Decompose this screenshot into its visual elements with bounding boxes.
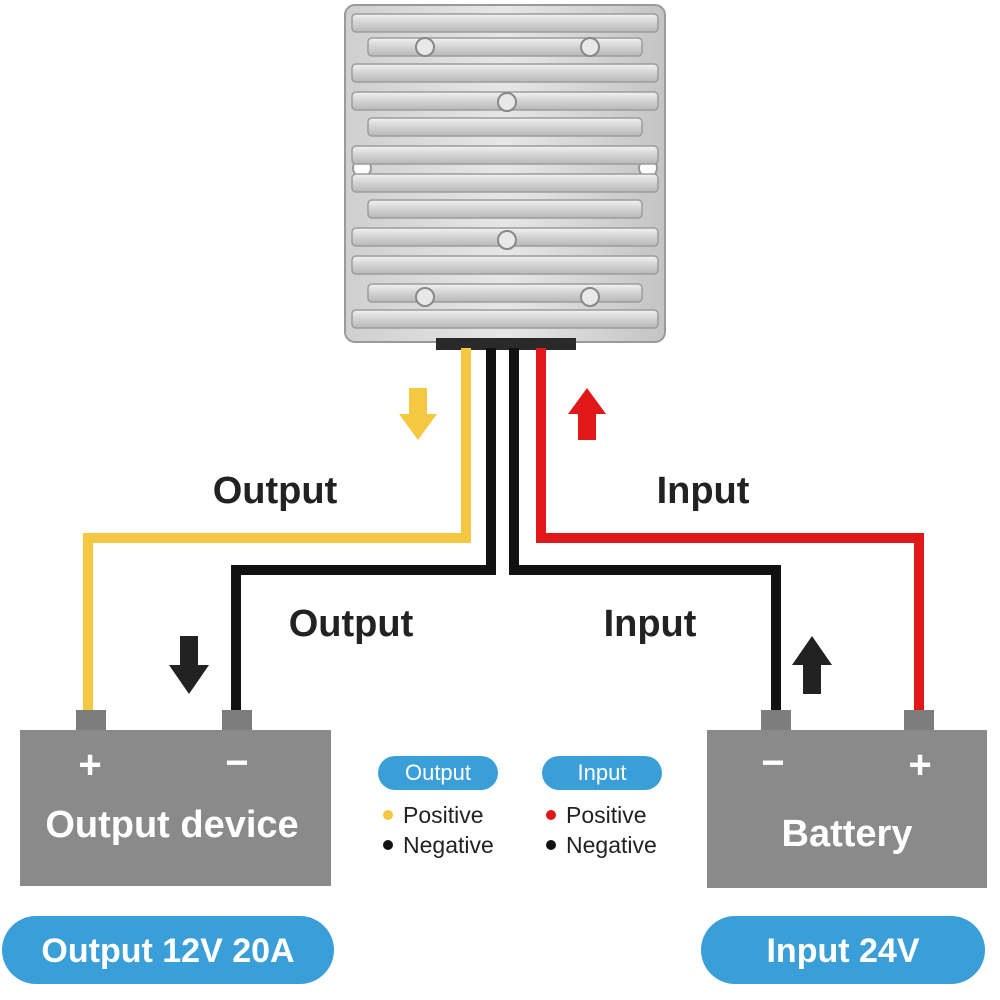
battery-label: Battery: [782, 813, 913, 855]
heatsink-fin: [351, 309, 659, 329]
output-spec-badge: Output 12V 20A: [2, 916, 334, 984]
heatsink-fin: [351, 63, 659, 83]
arrow-down-output-positive-icon: [399, 388, 437, 440]
heatsink-converter-icon: [344, 4, 666, 350]
legend-input-positive: Positive: [566, 802, 647, 828]
legend-input-pill: [542, 756, 662, 790]
heatsink-fin: [367, 199, 643, 219]
input-spec-badge: Input 24V: [701, 916, 985, 984]
wire-label-output-negative: Output: [289, 603, 414, 645]
legend-output-negative-dot: [383, 840, 393, 850]
output-device: + − Output device: [20, 710, 331, 886]
wire-label-input-positive: Input: [657, 470, 750, 512]
output-device-label: Output device: [45, 804, 298, 846]
heatsink-fin: [367, 283, 643, 303]
wire-output-positive: [83, 348, 471, 712]
output-spec-text: Output 12V 20A: [41, 932, 294, 970]
heatsink-fins: [351, 13, 659, 329]
wires: [83, 348, 924, 712]
battery-plus-sign: +: [908, 743, 931, 787]
battery-body: [707, 730, 987, 888]
wire-output-negative: [231, 348, 496, 712]
legend: Output Input Positive Negative Positive …: [378, 756, 662, 858]
legend-output-title: Output: [405, 760, 471, 785]
legend-input-negative: Negative: [566, 832, 657, 858]
legend-input-title: Input: [578, 760, 627, 785]
arrow-up-input-positive-icon: [568, 388, 606, 440]
output-device-body: [20, 730, 331, 886]
legend-input-positive-dot: [546, 810, 556, 820]
wire-label-input-negative: Input: [604, 603, 697, 645]
legend-output-pill: [378, 756, 498, 790]
output-device-plus-sign: +: [78, 743, 101, 787]
legend-input-negative-dot: [546, 840, 556, 850]
legend-output-positive-dot: [383, 810, 393, 820]
heatsink-fin: [367, 117, 643, 137]
heatsink-fin: [367, 37, 643, 57]
legend-output-negative: Negative: [403, 832, 494, 858]
arrow-up-input-negative-icon: [792, 636, 832, 694]
wire-label-output-positive: Output: [213, 470, 338, 512]
battery: − + Battery: [707, 710, 987, 888]
heatsink-fin: [351, 255, 659, 275]
screw-heads: [415, 37, 600, 307]
heatsink-fin: [351, 173, 659, 193]
output-device-minus-sign: −: [225, 741, 248, 785]
arrow-down-output-negative-icon: [169, 636, 209, 694]
wire-input-positive: [536, 348, 924, 712]
battery-minus-sign: −: [761, 741, 784, 785]
wire-input-negative: [509, 348, 781, 712]
heatsink-fin: [351, 13, 659, 33]
heatsink-fin: [351, 145, 659, 165]
legend-output-positive: Positive: [403, 802, 484, 828]
input-spec-text: Input 24V: [766, 932, 919, 970]
